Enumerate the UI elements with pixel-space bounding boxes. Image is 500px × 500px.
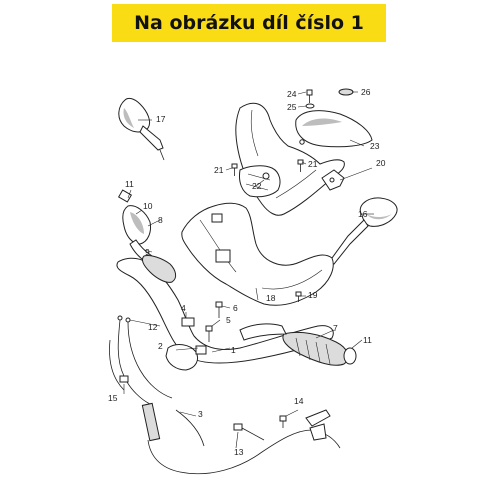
banner-title: Na obrázku díl číslo 1 xyxy=(134,12,364,34)
right-mirror xyxy=(327,197,398,265)
callout-23: 23 xyxy=(370,141,380,151)
callout-6: 6 xyxy=(233,303,238,313)
bolt-19 xyxy=(295,291,302,302)
callout-21-left: 21 xyxy=(214,165,224,175)
callout-21-right: 21 xyxy=(308,159,318,169)
callout-13: 13 xyxy=(234,447,244,457)
handlebar-part-1 xyxy=(116,255,357,366)
callout-19: 19 xyxy=(308,290,318,300)
handlebar-lower-cover xyxy=(181,202,334,306)
bolt-21-right xyxy=(297,159,304,172)
left-mirror xyxy=(118,97,165,161)
brake-cable-3 xyxy=(141,402,341,475)
callout-24: 24 xyxy=(287,89,297,99)
callout-8: 8 xyxy=(158,215,163,225)
title-banner: Na obrázku díl číslo 1 xyxy=(112,4,386,42)
clamp-4 xyxy=(181,317,195,327)
callout-20: 20 xyxy=(376,158,386,168)
callout-10: 10 xyxy=(143,201,153,211)
inner-cover xyxy=(239,165,281,198)
emblem-26 xyxy=(338,88,354,96)
callout-22: 22 xyxy=(252,181,262,191)
callout-17: 17 xyxy=(156,114,166,124)
callout-7: 7 xyxy=(333,323,338,333)
callout-18: 18 xyxy=(266,293,276,303)
sensor-13 xyxy=(233,423,265,441)
clamp-14 xyxy=(279,409,331,441)
callout-16: 16 xyxy=(358,209,368,219)
callout-11-left: 11 xyxy=(125,179,134,189)
callout-25: 25 xyxy=(287,102,297,112)
callout-3: 3 xyxy=(198,409,203,419)
callout-15: 15 xyxy=(108,393,118,403)
bolt-5 xyxy=(205,325,213,342)
screw-24 xyxy=(306,89,313,103)
bracket-20 xyxy=(321,169,345,191)
upper-front-fairing xyxy=(235,102,373,216)
washer-25 xyxy=(305,103,315,109)
callout-2: 2 xyxy=(158,341,163,351)
bolt-6 xyxy=(215,301,223,318)
callout-4: 4 xyxy=(181,303,186,313)
holder-2 xyxy=(165,344,207,371)
bolt-21-left xyxy=(231,163,238,176)
callout-5: 5 xyxy=(226,315,231,325)
callout-1: 1 xyxy=(231,345,236,355)
leader-lines xyxy=(123,91,374,449)
callout-14: 14 xyxy=(294,396,304,406)
throttle-cable xyxy=(109,315,173,405)
callout-12: 12 xyxy=(148,322,158,332)
right-lever xyxy=(239,323,287,341)
callout-26: 26 xyxy=(361,87,371,97)
callout-9: 9 xyxy=(145,247,150,257)
callout-11-right: 11 xyxy=(363,335,372,345)
